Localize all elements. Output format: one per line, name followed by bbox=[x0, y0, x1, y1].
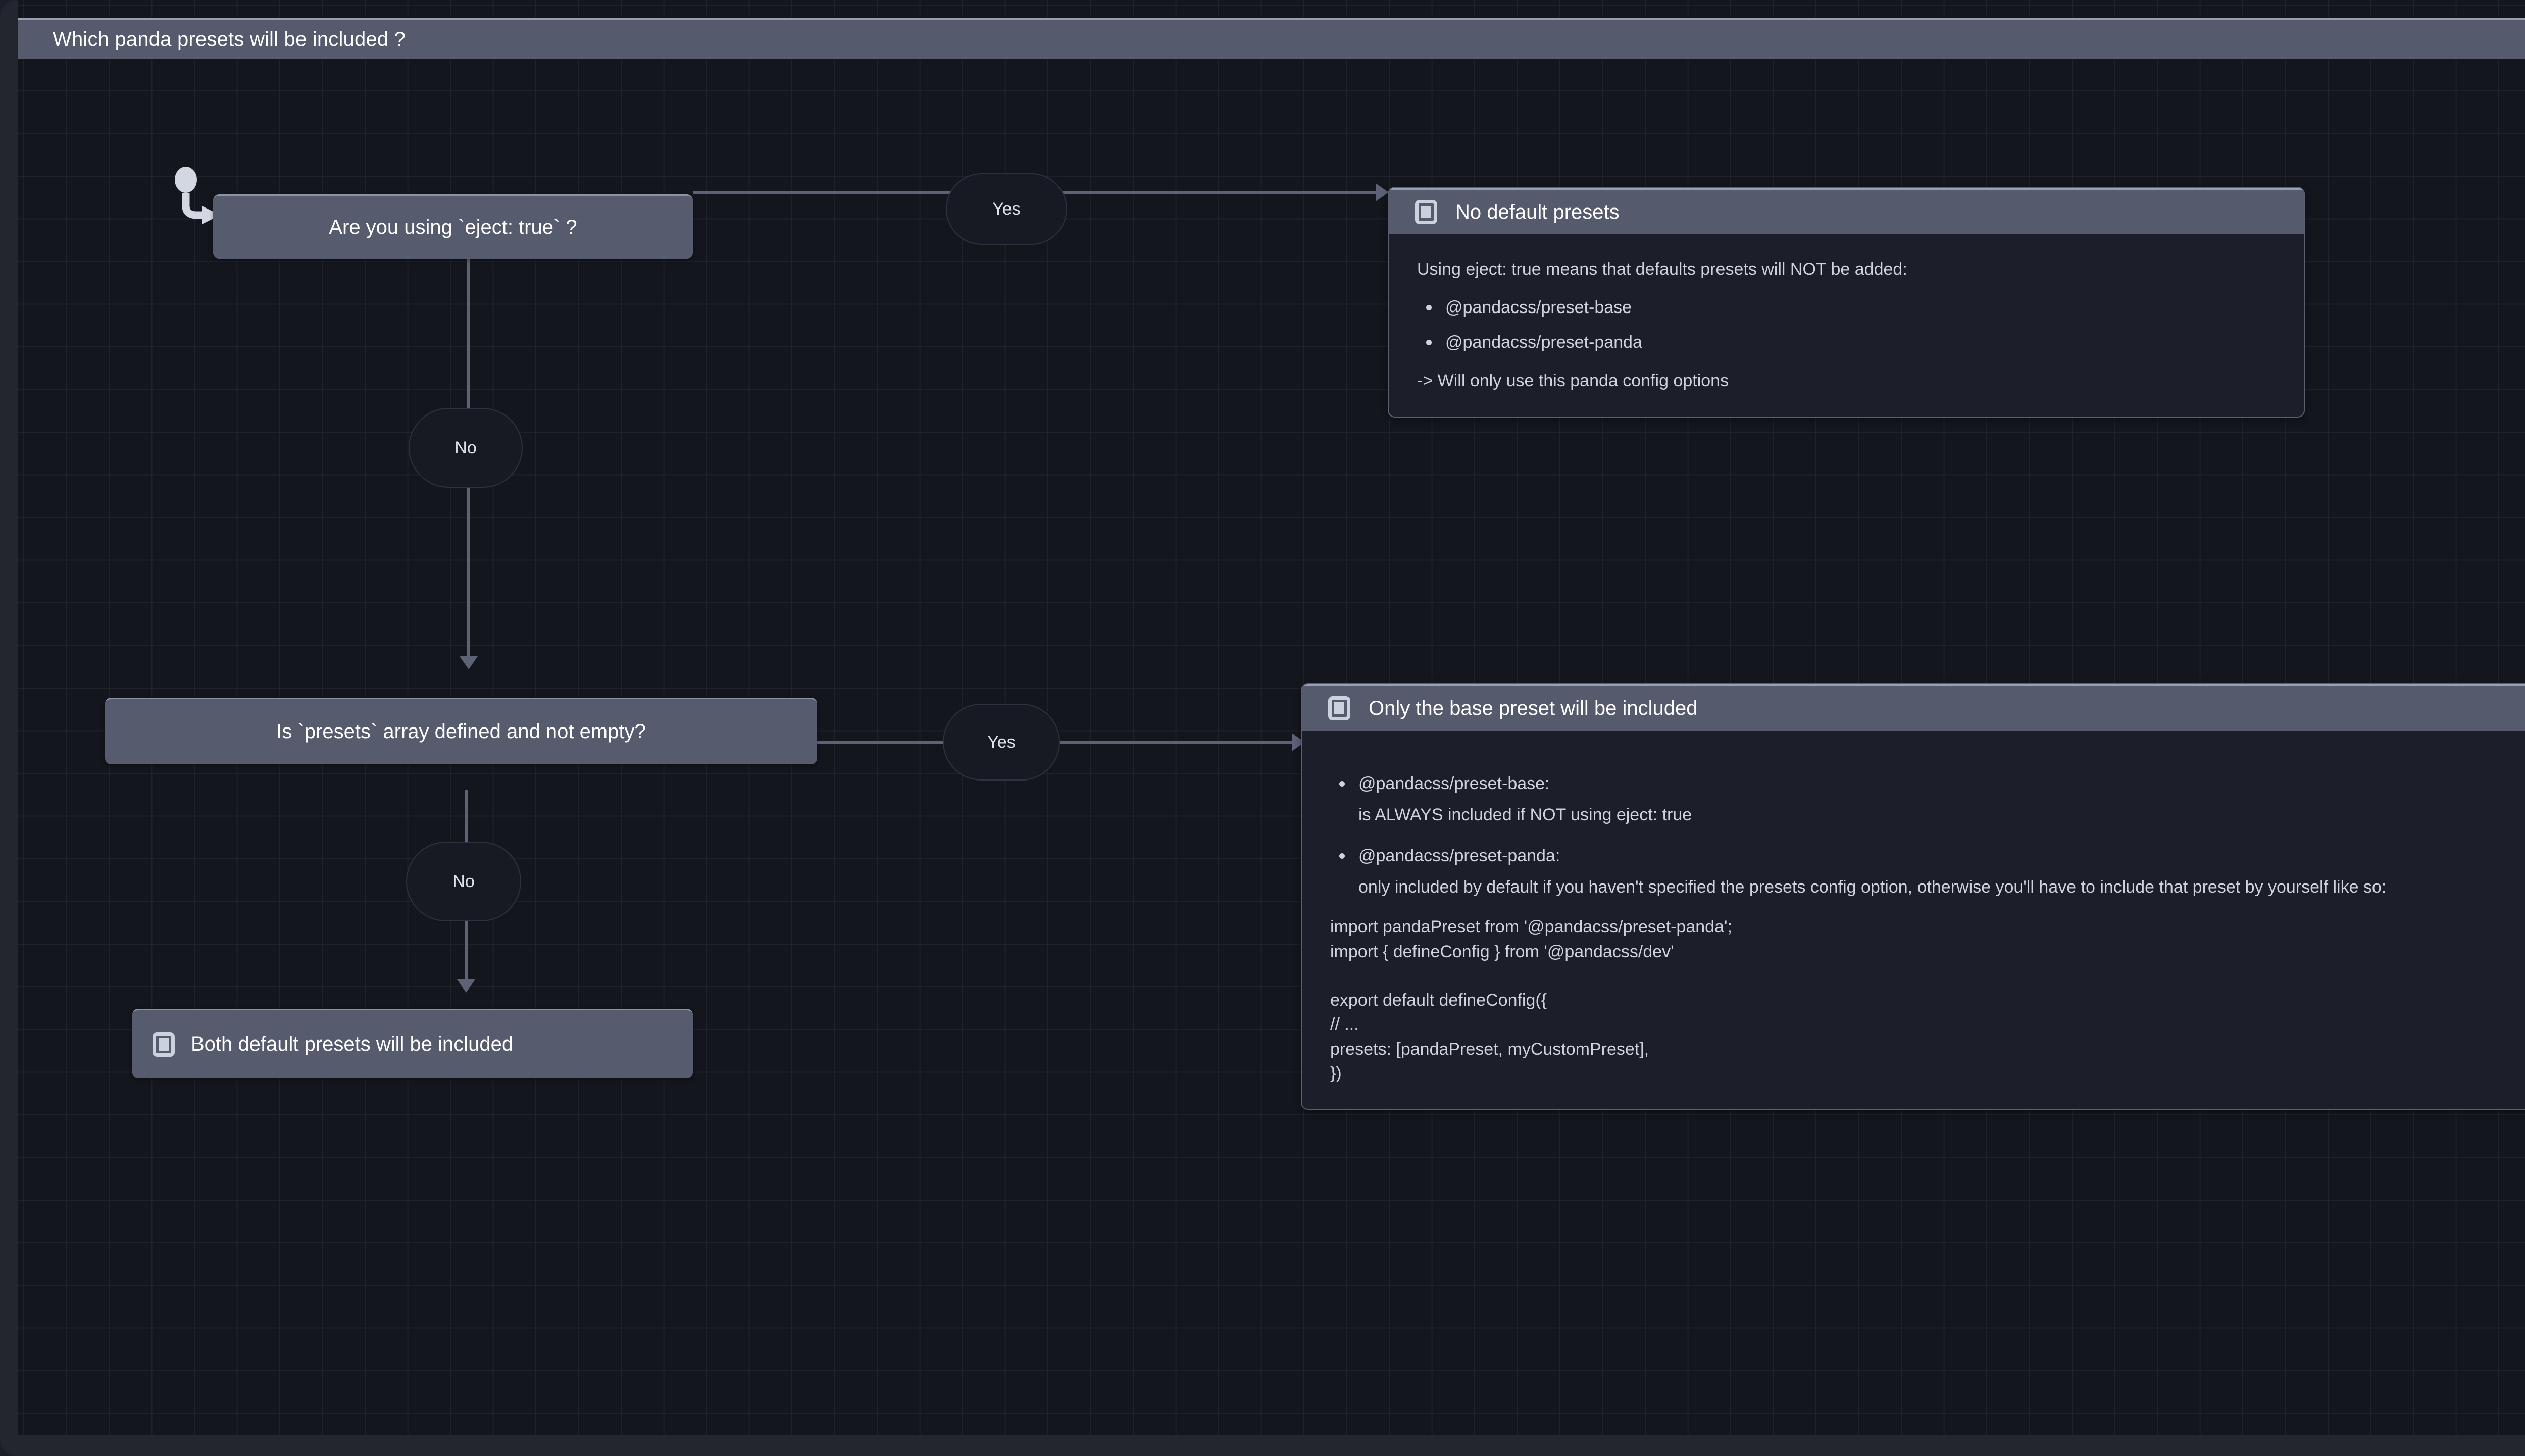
node-label-eject: Are you using `eject: true` ? bbox=[329, 216, 577, 238]
node-label-both-defaults: Both default presets will be included bbox=[191, 1033, 514, 1055]
diagram-title-bar: Which panda presets will be included ? bbox=[18, 18, 2525, 59]
list-item: @pandacss/preset-panda bbox=[1417, 330, 2276, 355]
edge-label-eject-no-text: No bbox=[454, 438, 477, 457]
start-circle-arrow-icon bbox=[175, 167, 220, 224]
nested-square-icon bbox=[1328, 696, 1350, 720]
list-item: @pandacss/preset-panda: only included by… bbox=[1330, 843, 2525, 900]
preset-name: @pandacss/preset-panda bbox=[1445, 332, 1642, 352]
edge-presets-yes-line bbox=[817, 741, 1304, 744]
edge-presets-no-line-bottom bbox=[465, 921, 468, 987]
panel-no-default-intro: Using eject: true means that defaults pr… bbox=[1417, 259, 1907, 279]
panel-no-default-body: Using eject: true means that defaults pr… bbox=[1389, 234, 2304, 417]
edge-eject-no-line-bottom bbox=[467, 488, 470, 664]
panel-base-only-bullet-list: @pandacss/preset-base: is ALWAYS include… bbox=[1330, 771, 2525, 900]
panel-no-default-bullet-list: @pandacss/preset-base @pandacss/preset-p… bbox=[1417, 295, 2276, 355]
panel-no-default-title: No default presets bbox=[1455, 200, 1620, 223]
list-item: @pandacss/preset-base: is ALWAYS include… bbox=[1330, 771, 2525, 828]
node-label-presets: Is `presets` array defined and not empty… bbox=[276, 720, 646, 743]
edge-label-eject-yes[interactable]: Yes bbox=[946, 173, 1067, 245]
panel-base-only-code-snippet: import pandaPreset from '@pandacss/prese… bbox=[1330, 917, 1732, 1083]
page-title: Which panda presets will be included ? bbox=[53, 28, 406, 50]
node-decision-eject[interactable]: Are you using `eject: true` ? bbox=[213, 194, 693, 259]
edge-presets-no-line-top bbox=[465, 790, 468, 842]
edge-label-presets-no[interactable]: No bbox=[406, 842, 521, 921]
edge-label-eject-no[interactable]: No bbox=[409, 408, 523, 488]
panel-base-preset-only[interactable]: Only the base preset will be included @p… bbox=[1301, 683, 2525, 1110]
panel-no-default-outro: -> Will only use this panda config optio… bbox=[1417, 371, 1729, 390]
edge-label-presets-no-text: No bbox=[452, 871, 475, 891]
panel-no-default-header: No default presets bbox=[1389, 188, 2304, 234]
panel-base-only-body: @pandacss/preset-base: is ALWAYS include… bbox=[1302, 731, 2525, 1109]
panel-no-default-presets[interactable]: No default presets Using eject: true mea… bbox=[1388, 187, 2305, 418]
preset-name: @pandacss/preset-panda: bbox=[1358, 846, 1560, 865]
edge-eject-yes-arrowhead bbox=[1376, 183, 1389, 201]
preset-description: only included by default if you haven't … bbox=[1358, 877, 2387, 897]
panel-base-only-header: Only the base preset will be included bbox=[1302, 684, 2525, 731]
preset-description: is ALWAYS included if NOT using eject: t… bbox=[1358, 805, 1692, 825]
node-decision-presets[interactable]: Is `presets` array defined and not empty… bbox=[105, 698, 817, 764]
edge-presets-no-arrowhead bbox=[457, 979, 475, 993]
edge-label-presets-yes[interactable]: Yes bbox=[943, 704, 1060, 781]
preset-name: @pandacss/preset-base: bbox=[1358, 774, 1550, 793]
flowchart-canvas[interactable]: Are you using `eject: true` ? Yes No Is … bbox=[18, 0, 2525, 1435]
list-item: @pandacss/preset-base bbox=[1417, 295, 2276, 320]
edge-eject-no-line-top bbox=[467, 241, 470, 408]
edge-label-presets-yes-text: Yes bbox=[987, 732, 1016, 752]
nested-square-icon bbox=[1415, 200, 1437, 224]
node-result-both-defaults[interactable]: Both default presets will be included bbox=[132, 1009, 693, 1078]
panel-base-only-title: Only the base preset will be included bbox=[1369, 697, 1698, 719]
edge-label-eject-yes-text: Yes bbox=[992, 199, 1021, 219]
nested-square-icon bbox=[153, 1032, 175, 1057]
edge-eject-no-arrowhead bbox=[460, 656, 478, 669]
preset-name: @pandacss/preset-base bbox=[1445, 298, 1632, 318]
